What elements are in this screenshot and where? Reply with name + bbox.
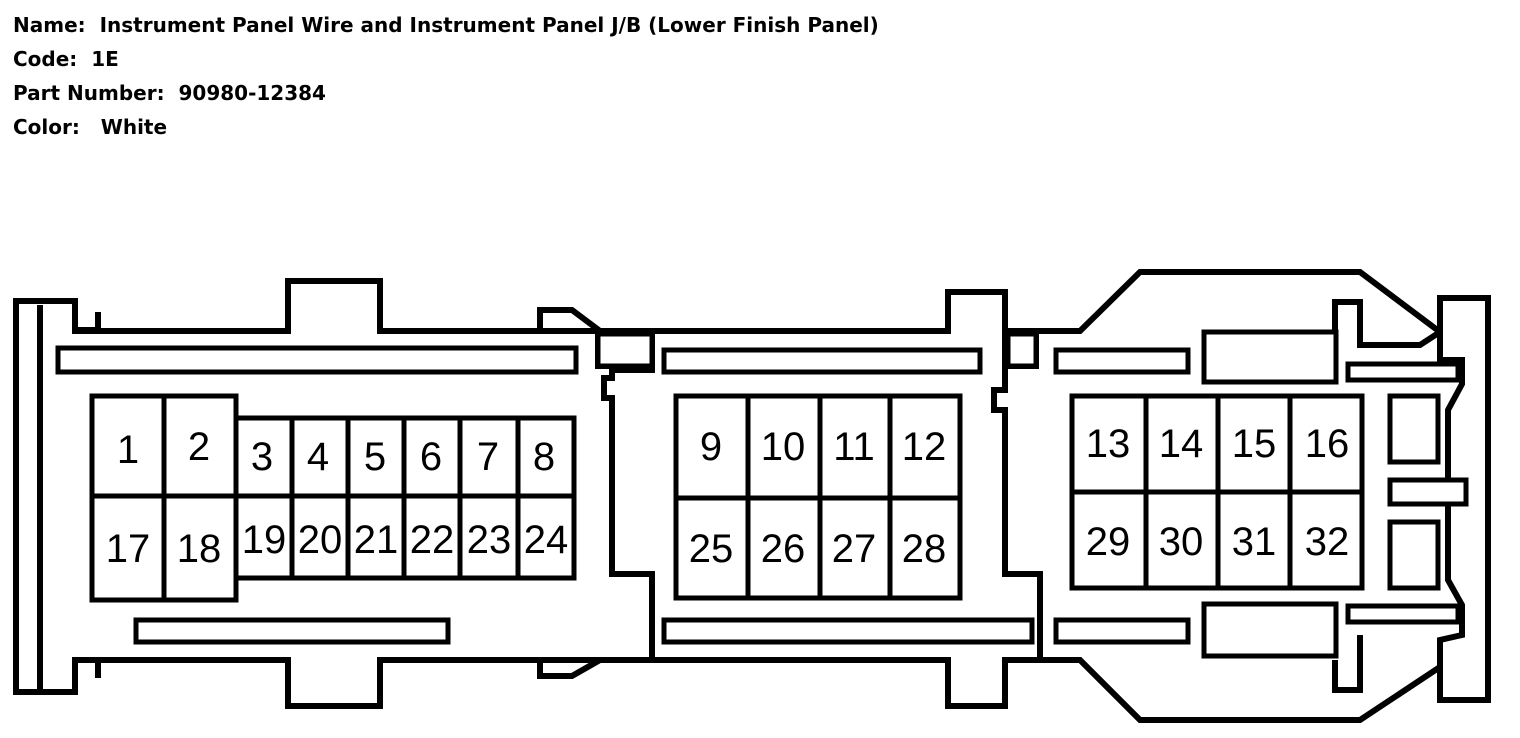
pin-cell-28: [887, 495, 963, 601]
divider-left: [595, 331, 655, 660]
pin-label-10: 10: [761, 425, 806, 469]
pin-label-6: 6: [420, 435, 442, 479]
pin-label-28: 28: [902, 527, 947, 571]
connector-housing-outline: [13, 269, 1491, 723]
name-line: Name: Instrument Panel Wire and Instrume…: [13, 8, 879, 42]
pin-label-22: 22: [410, 518, 455, 562]
bottom-block-right: [1201, 601, 1339, 659]
name-label: Name:: [13, 13, 86, 37]
pin-label-30: 30: [1159, 520, 1204, 564]
pin-label-9: 9: [700, 425, 722, 469]
pin-label-14: 14: [1159, 422, 1204, 466]
right-lock-middle: [1387, 477, 1469, 507]
code-line: Code: 1E: [13, 42, 879, 76]
pin-cell-26: [745, 495, 823, 601]
divider-right: [991, 331, 1043, 660]
pin-label-3: 3: [251, 435, 273, 479]
pin-label-24: 24: [524, 518, 569, 562]
top-slot-4: [1345, 361, 1461, 383]
pin-label-15: 15: [1232, 422, 1277, 466]
pin-cell-19: [233, 493, 295, 581]
pin-label-2: 2: [188, 425, 210, 469]
part-number-label: Part Number:: [13, 81, 165, 105]
pin-label-16: 16: [1305, 422, 1350, 466]
part-number-value: 90980-12384: [178, 81, 326, 105]
part-number-line: Part Number: 90980-12384: [13, 76, 879, 110]
top-slot-1: [55, 345, 579, 375]
pin-cell-21: [345, 493, 407, 581]
pin-label-11: 11: [833, 425, 875, 469]
pin-label-23: 23: [467, 518, 512, 562]
color-label: Color:: [13, 115, 80, 139]
code-label: Code:: [13, 47, 78, 71]
pin-label-20: 20: [298, 518, 343, 562]
color-line: Color: White: [13, 110, 879, 144]
pin-label-19: 19: [242, 518, 287, 562]
pin-label-25: 25: [689, 527, 734, 571]
pin-label-1: 1: [117, 428, 139, 472]
mid-small-slot-right: [1005, 331, 1039, 369]
bottom-slot-2: [661, 617, 1035, 645]
pin-label-32: 32: [1305, 520, 1350, 564]
bottom-slot-4: [1345, 603, 1461, 625]
bottom-slot-1: [133, 617, 451, 645]
pin-cell-25: [673, 495, 751, 601]
pin-label-17: 17: [106, 527, 151, 571]
top-latch: [537, 307, 602, 334]
pin-label-8: 8: [533, 435, 555, 479]
color-value: White: [100, 115, 168, 139]
pin-label-29: 29: [1086, 520, 1131, 564]
pin-cell-32: [1287, 489, 1365, 591]
housing-inner-frame: [75, 312, 101, 678]
pin-label-4: 4: [307, 435, 329, 479]
right-end-lower: [1332, 635, 1363, 693]
code-value: 1E: [91, 47, 119, 71]
pin-cell-24: [515, 493, 577, 581]
pin-cell-1: [89, 393, 167, 499]
pin-label-26: 26: [761, 527, 806, 571]
pin-label-13: 13: [1086, 422, 1131, 466]
bottom-slot-3: [1053, 617, 1191, 645]
connector-info: Name: Instrument Panel Wire and Instrume…: [13, 8, 879, 144]
pin-cell-10: [745, 393, 823, 501]
pin-label-7: 7: [477, 435, 499, 479]
right-lock-bottom: [1387, 519, 1441, 591]
top-block-right: [1201, 329, 1339, 385]
pin-cell-31: [1215, 489, 1293, 591]
pin-label-5: 5: [364, 435, 386, 479]
top-slot-3: [1053, 347, 1191, 375]
pin-cell-12: [887, 393, 963, 501]
pin-label-21: 21: [354, 518, 399, 562]
bottom-latch: [537, 657, 602, 679]
right-lock-top: [1387, 393, 1441, 465]
pin-cell-4: [289, 415, 351, 499]
pin-cell-18: [161, 493, 239, 603]
pin-cell-22: [401, 493, 463, 581]
pin-label-31: 31: [1232, 520, 1277, 564]
pin-label-18: 18: [177, 527, 222, 571]
mid-small-slot-left: [595, 331, 655, 369]
top-slot-2: [661, 347, 983, 375]
name-value: Instrument Panel Wire and Instrument Pan…: [99, 13, 879, 37]
pin-label-12: 12: [902, 425, 947, 469]
pin-cell-23: [457, 493, 521, 581]
pin-label-27: 27: [832, 527, 877, 571]
